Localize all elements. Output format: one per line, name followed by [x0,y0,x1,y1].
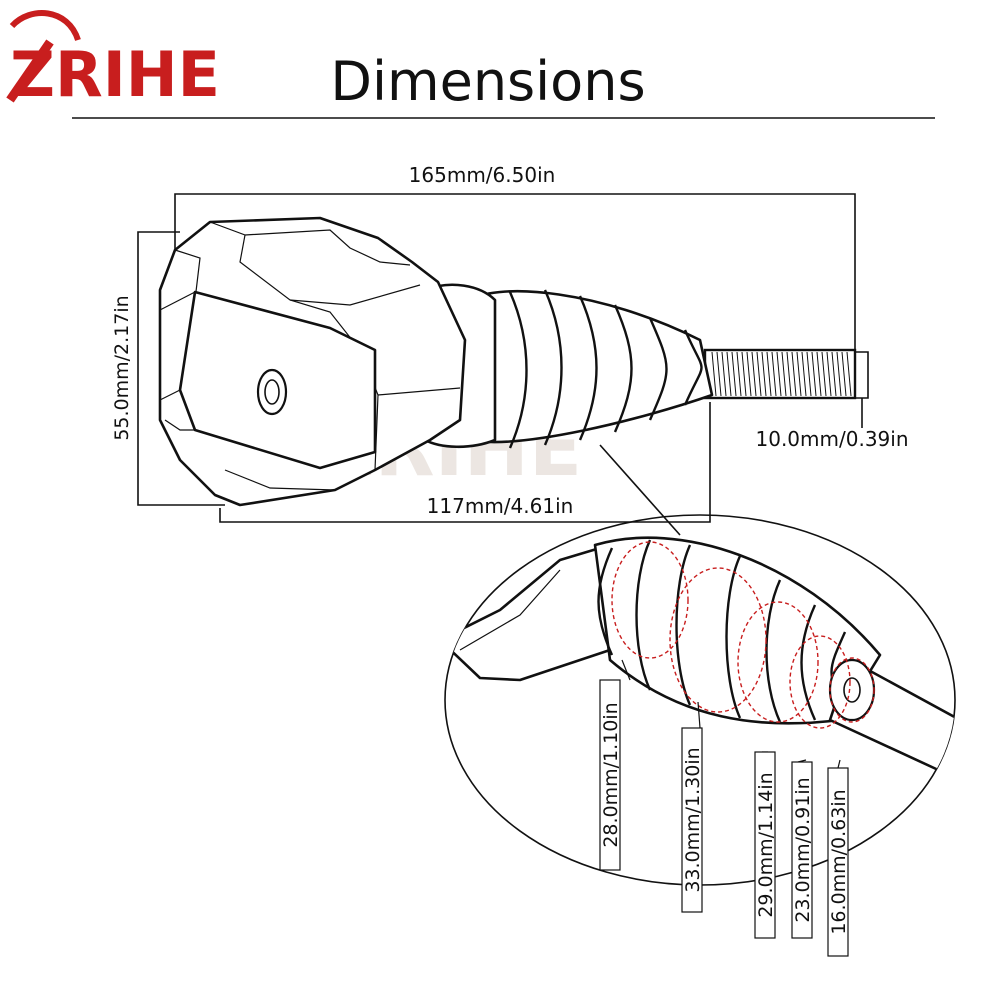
diameter-label-box [791,761,813,939]
logo-text: ZRIHE [10,38,220,111]
diameter-label-box [681,727,703,913]
diameter-label: 23.0mm/0.91in [792,777,814,922]
brand-logo: ZRIHE [6,10,220,111]
detail-labels: 28.0mm/1.10in 33.0mm/1.30in 29.0mm/1.14in 2… [599,659,850,957]
diameter-label: 33.0mm/1.30in [682,747,704,892]
bolt-threads [711,351,852,397]
overall-length-label: 165mm/6.50in [409,163,556,187]
diameter-label-box [827,767,849,957]
base-length-label: 117mm/4.61in [427,494,574,518]
height-label: 55.0mm/2.17in [111,295,133,440]
bellows-cone [468,289,714,444]
page-title: Dimensions [330,50,645,113]
detail-view [445,536,955,782]
diameter-label-box [599,679,621,871]
diameter-label-box [754,751,776,939]
thread-diameter-label: 10.0mm/0.39in [756,427,909,451]
dimension-lines [137,193,869,536]
bellows-ribs [508,289,703,449]
diameter-markers [611,541,875,729]
frame-slider-product [158,216,857,507]
diameter-label: 16.0mm/0.63in [828,789,850,934]
diameter-label: 28.0mm/1.10in [600,702,622,847]
diameter-label: 29.0mm/1.14in [755,772,777,917]
